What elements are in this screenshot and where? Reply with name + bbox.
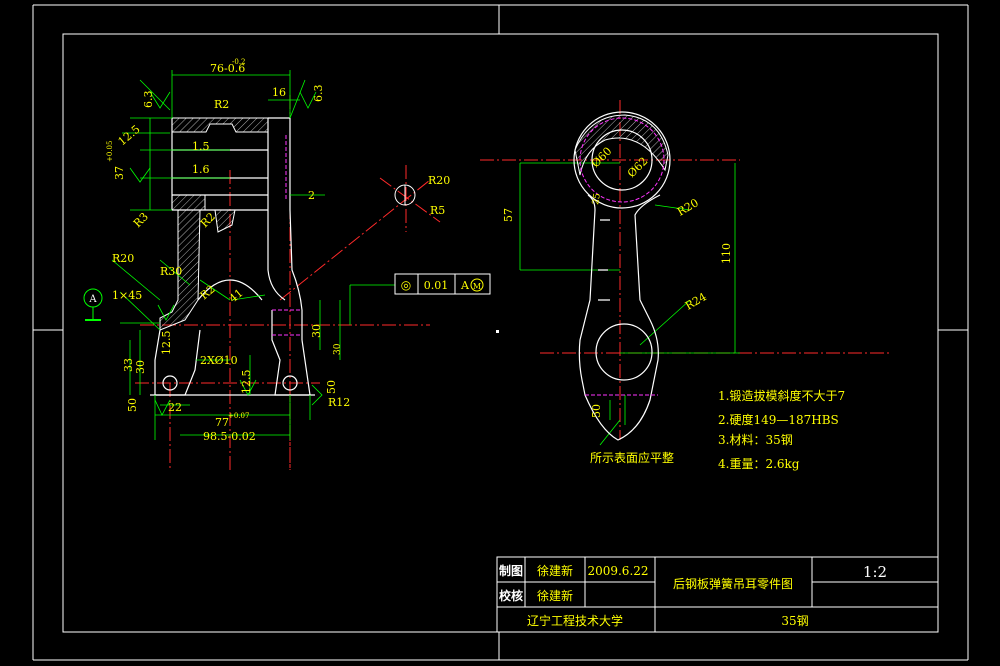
dim-h30b: 30 (333, 343, 343, 355)
dim-h33: 33 (122, 358, 135, 372)
left-hidden-lines (272, 135, 302, 336)
dim-6-3a: 6.3 (142, 91, 155, 109)
tolerance-frame: ◎ 0.01 A M (394, 273, 491, 295)
dim-6-3b: 6.3 (312, 85, 325, 103)
draw-date: 2009.6.22 (587, 564, 648, 578)
material-name: 35钢 (781, 614, 808, 628)
checker-name: 徐建新 (537, 588, 573, 603)
dim-h30: 30 (310, 324, 323, 338)
right-centerlines (480, 100, 890, 440)
dim-r24: R24 (683, 290, 709, 312)
dim-2: 2 (308, 189, 315, 202)
dim-h12-5b: 12.5 (240, 370, 253, 395)
dim-chamfer: 1×45 (112, 289, 142, 302)
dim-hole-spec: 2XØ10 (200, 354, 238, 367)
dim-d50-right: 50 (590, 404, 603, 418)
school-name: 辽宁工程技术大学 (527, 613, 623, 628)
dim-12-5: 12.5 (116, 123, 143, 149)
dim-tol-37: +0.05 (106, 141, 114, 162)
tol-modifier: M (473, 282, 481, 291)
tol-symbol: ◎ (401, 278, 411, 292)
dim-w22: 22 (168, 401, 182, 414)
dim-r12: R12 (328, 396, 350, 409)
tol-datum: A (460, 279, 470, 292)
tol-value: 0.01 (424, 279, 449, 292)
dim-v50b: 50 (325, 380, 338, 394)
detail-callout: R20 R5 (394, 174, 450, 217)
dim-r2-top: R2 (214, 98, 229, 111)
sheet-frame (32, 4, 969, 661)
right-dimension-lines (519, 162, 740, 446)
dim-tol-77: +0.07 (228, 412, 249, 420)
dim-1-6: 1.6 (192, 163, 210, 176)
note-2: 2.硬度149—187HBS (718, 412, 839, 427)
dim-overall-width: 76-0.6 (210, 62, 245, 75)
right-hidden-lines (579, 117, 665, 396)
detail-r5: R5 (430, 204, 445, 217)
dim-v50a: 50 (126, 398, 139, 412)
dim-h110: 110 (720, 243, 733, 264)
left-dimension-texts: 76-0.6 -0.2 16 R2 1.5 1.6 2 R3 R2 R20 R3… (106, 58, 350, 443)
surface-finish-marks (129, 91, 323, 416)
dim-h12-5: 12.5 (160, 331, 173, 356)
dim-w98: 98.5-0.02 (203, 430, 256, 443)
label-check: 校核 (499, 588, 523, 603)
dim-41: 41 (227, 286, 246, 305)
label-draw: 制图 (499, 563, 523, 578)
dim-h57: 57 (502, 208, 515, 222)
section-note: 所示表面应平整 (590, 450, 674, 465)
dim-r30: R30 (160, 265, 182, 278)
drawing-title: 后钢板弹簧吊耳零件图 (673, 576, 793, 591)
detail-r20: R20 (428, 174, 450, 187)
left-dimension-lines (111, 70, 395, 440)
dim-r3: R3 (131, 210, 151, 230)
stray-point (496, 330, 499, 333)
drawer-name: 徐建新 (537, 563, 573, 578)
note-1: 1.锻造拔模斜度不大于7 (718, 388, 845, 403)
dim-d25-right: 25 (591, 192, 603, 205)
dim-tol-top: -0.2 (232, 58, 246, 66)
datum-a-symbol: A (83, 288, 103, 321)
left-view: A 76-0.6 -0.2 16 R2 1.5 1.6 2 R3 R2 R20 … (83, 58, 491, 470)
note-3: 3.材料：35钢 (718, 433, 793, 447)
technical-notes: 1.锻造拔模斜度不大于7 2.硬度149—187HBS 3.材料：35钢 4.重… (718, 388, 845, 471)
dim-16: 16 (272, 86, 286, 99)
note-4: 4.重量：2.6kg (718, 457, 800, 471)
dim-h30c: 30 (134, 360, 147, 374)
dim-r20-right: R20 (675, 196, 701, 218)
title-block: 制图 徐建新 2009.6.22 后钢板弹簧吊耳零件图 1:2 校核 徐建新 辽… (496, 556, 939, 633)
dim-w77: 77 (215, 416, 229, 429)
dim-r20: R20 (112, 252, 134, 265)
dim-1-5: 1.5 (192, 140, 210, 153)
datum-a-label: A (88, 294, 97, 305)
dim-r2-low: R2 (198, 283, 218, 303)
right-outline (573, 111, 671, 441)
right-view: Ø60 Ø62 R20 R24 57 110 50 25 所示表面应平整 (480, 100, 890, 465)
drawing-scale: 1:2 (863, 563, 887, 581)
right-dimension-texts: Ø60 Ø62 R20 R24 57 110 50 25 所示表面应平整 (502, 145, 733, 465)
dim-h37: 37 (113, 166, 126, 180)
